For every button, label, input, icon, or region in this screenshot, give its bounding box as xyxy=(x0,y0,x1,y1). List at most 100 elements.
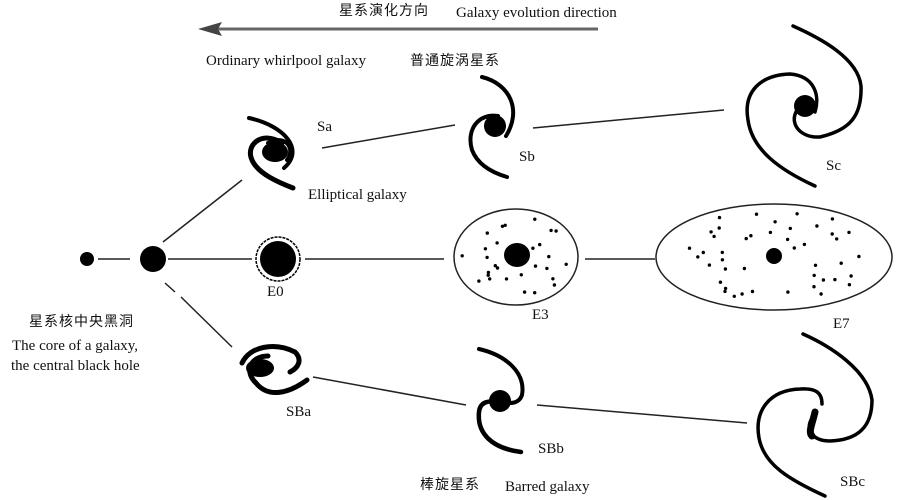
evolution-direction-arrow xyxy=(198,22,598,36)
galaxy-sb xyxy=(468,75,516,179)
galaxy-sbb xyxy=(476,347,525,455)
core-label-en-1: The core of a galaxy, xyxy=(12,338,139,354)
star-dot xyxy=(503,223,507,227)
star-dot xyxy=(720,250,724,255)
type-label-sb: Sb xyxy=(519,149,535,165)
star-dot xyxy=(812,273,816,278)
star-dot xyxy=(495,266,500,270)
star-dot xyxy=(531,246,535,250)
barred-label-zh: 棒旋星系 xyxy=(420,477,480,493)
star-dot xyxy=(707,263,712,267)
star-dot xyxy=(718,280,723,284)
star-dot xyxy=(486,273,490,277)
star-dot xyxy=(712,234,716,239)
galaxy-e7 xyxy=(655,203,893,311)
type-label-sba: SBa xyxy=(286,404,312,420)
elliptical-galaxy-label: Elliptical galaxy xyxy=(308,187,407,203)
star-dot xyxy=(460,254,464,258)
star-dot xyxy=(723,289,727,294)
type-label-sbb: SBb xyxy=(538,441,564,457)
star-dot xyxy=(802,242,807,247)
star-dot xyxy=(813,263,818,267)
star-dot xyxy=(533,217,537,221)
star-dot xyxy=(519,273,523,277)
galaxy-sba xyxy=(239,344,310,395)
core-label-en-2: the central black hole xyxy=(11,358,140,374)
star-dot xyxy=(696,255,700,259)
star-dot xyxy=(522,290,527,294)
star-dot xyxy=(687,246,692,250)
star-dot xyxy=(812,285,816,289)
core-label-zh: 星系核中央黑洞 xyxy=(29,314,134,330)
star-dot xyxy=(857,254,861,259)
star-dot xyxy=(835,237,839,241)
galaxy-sbc xyxy=(756,332,874,498)
star-dot xyxy=(754,212,759,216)
star-dot xyxy=(538,242,542,247)
star-dot xyxy=(717,215,722,220)
line-sbb-to-sbc xyxy=(536,404,748,424)
star-dot xyxy=(839,261,843,265)
star-dot xyxy=(830,217,835,221)
line-sba-to-sbb xyxy=(312,376,467,406)
star-dot xyxy=(768,230,773,235)
direction-label-en: Galaxy evolution direction xyxy=(456,5,617,21)
galaxy-e3 xyxy=(453,208,579,306)
star-dot xyxy=(847,230,851,235)
star-dot xyxy=(847,283,852,287)
star-dot xyxy=(485,255,489,260)
star-dot xyxy=(750,289,755,294)
star-dot xyxy=(504,277,509,281)
star-dot xyxy=(485,231,489,235)
star-dot xyxy=(744,236,748,241)
connector-lines xyxy=(98,109,748,424)
star-dot xyxy=(749,234,753,238)
line-sa-to-sb xyxy=(321,124,456,149)
star-dot xyxy=(552,283,557,287)
star-dot xyxy=(533,264,538,268)
star-dot xyxy=(732,294,736,298)
star-dot xyxy=(849,274,853,278)
star-dot xyxy=(740,292,744,296)
star-dot xyxy=(830,232,834,236)
line-sb-to-sc xyxy=(532,109,725,129)
star-dot xyxy=(720,258,725,262)
star-dot xyxy=(483,247,488,251)
star-dot xyxy=(701,250,705,255)
star-dot xyxy=(717,226,721,230)
type-label-sc: Sc xyxy=(826,158,841,174)
type-label-e0: E0 xyxy=(267,284,284,300)
small-core-dot xyxy=(80,252,94,266)
star-dot xyxy=(549,228,553,233)
star-dot xyxy=(495,241,499,245)
galaxy-e0 xyxy=(255,236,301,282)
star-dot xyxy=(709,230,713,234)
type-label-sbc: SBc xyxy=(840,474,866,490)
direction-label-zh: 星系演化方向 xyxy=(339,3,429,19)
star-dot xyxy=(493,264,497,268)
star-dot xyxy=(792,246,796,250)
star-dot xyxy=(488,277,492,281)
star-dot xyxy=(533,291,537,295)
star-dot xyxy=(477,279,481,283)
star-dot xyxy=(795,212,799,216)
line-core-to-sba-a xyxy=(164,282,176,293)
star-dot xyxy=(545,266,549,271)
star-dot xyxy=(486,270,491,275)
star-dot xyxy=(833,277,837,282)
star-dot xyxy=(821,278,826,282)
line-core-to-sba-b xyxy=(180,296,233,348)
star-dot xyxy=(723,267,728,271)
line-core-to-sa xyxy=(162,179,243,243)
star-dot xyxy=(815,224,819,228)
type-label-e7: E7 xyxy=(833,316,850,332)
star-dot xyxy=(547,254,551,259)
barred-label-en: Barred galaxy xyxy=(505,479,590,495)
star-dot xyxy=(819,292,823,296)
star-dot xyxy=(773,220,777,224)
star-dot xyxy=(554,229,558,233)
star-dot xyxy=(723,286,728,291)
star-dot xyxy=(785,237,790,242)
star-dot xyxy=(551,277,555,281)
